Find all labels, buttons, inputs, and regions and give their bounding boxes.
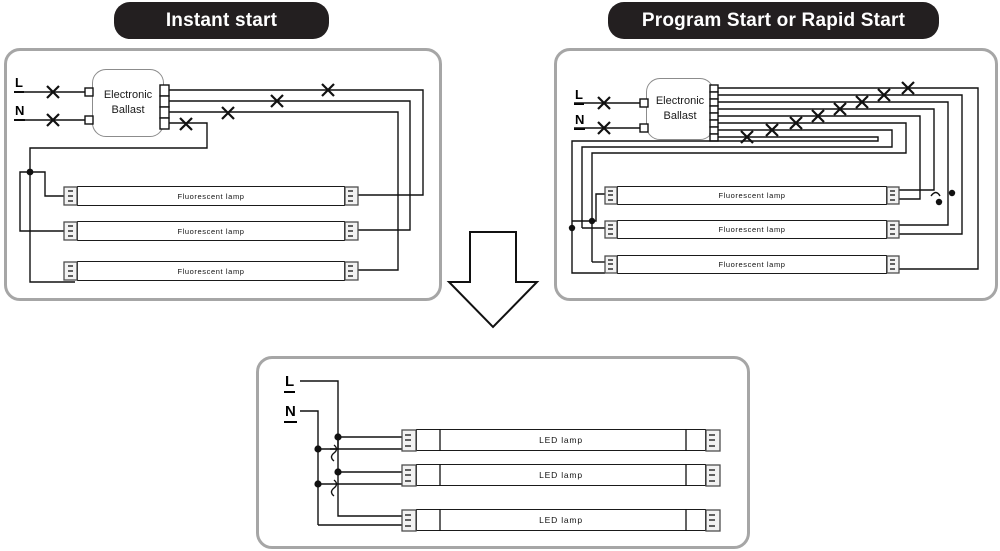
lamp-label-led-1: LED lamp (539, 435, 583, 445)
led-terminal-label-N: N (412, 478, 417, 484)
mains-label-L-program: L (574, 88, 584, 105)
down-arrow-icon (446, 231, 540, 329)
ballast-line1: Electronic (655, 95, 705, 108)
led-terminal-label-L: L (412, 431, 416, 437)
lamp-label-fluorescent-3: Fluorescent lamp (177, 266, 245, 276)
lamp-label-fluorescent-6: Fluorescent lamp (718, 260, 786, 269)
led-terminal-label-L: L (412, 466, 416, 472)
lamp-label-led-2: LED lamp (539, 470, 583, 480)
lamp-label-fluorescent-4: Fluorescent lamp (718, 191, 786, 200)
lamp-label-fluorescent-2: Fluorescent lamp (177, 226, 245, 236)
badge-instant-start: Instant start (114, 2, 329, 39)
lamp-label-fluorescent-5: Fluorescent lamp (718, 225, 786, 234)
ballast-line1: Electronic (103, 89, 153, 102)
mains-label-N-instant: N (14, 104, 26, 121)
led-terminal-label-N: N (412, 523, 417, 529)
mains-label-L-led: L (284, 374, 296, 393)
electronic-ballast-instant: Electronic Ballast (92, 69, 164, 137)
mains-label-N-led: N (284, 404, 297, 423)
led-terminal-label-N: N (412, 443, 417, 449)
lamp-label-fluorescent-1: Fluorescent lamp (177, 191, 245, 201)
ballast-line2: Ballast (111, 104, 145, 116)
mains-label-L-instant: L (14, 76, 24, 93)
lamp-label-led-3: LED lamp (539, 515, 583, 525)
ballast-line2: Ballast (663, 110, 697, 122)
electronic-ballast-program: Electronic Ballast (646, 78, 714, 140)
mains-label-N-program: N (574, 113, 586, 130)
badge-program-rapid-start: Program Start or Rapid Start (608, 2, 939, 39)
led-terminal-label-L: L (412, 511, 416, 517)
